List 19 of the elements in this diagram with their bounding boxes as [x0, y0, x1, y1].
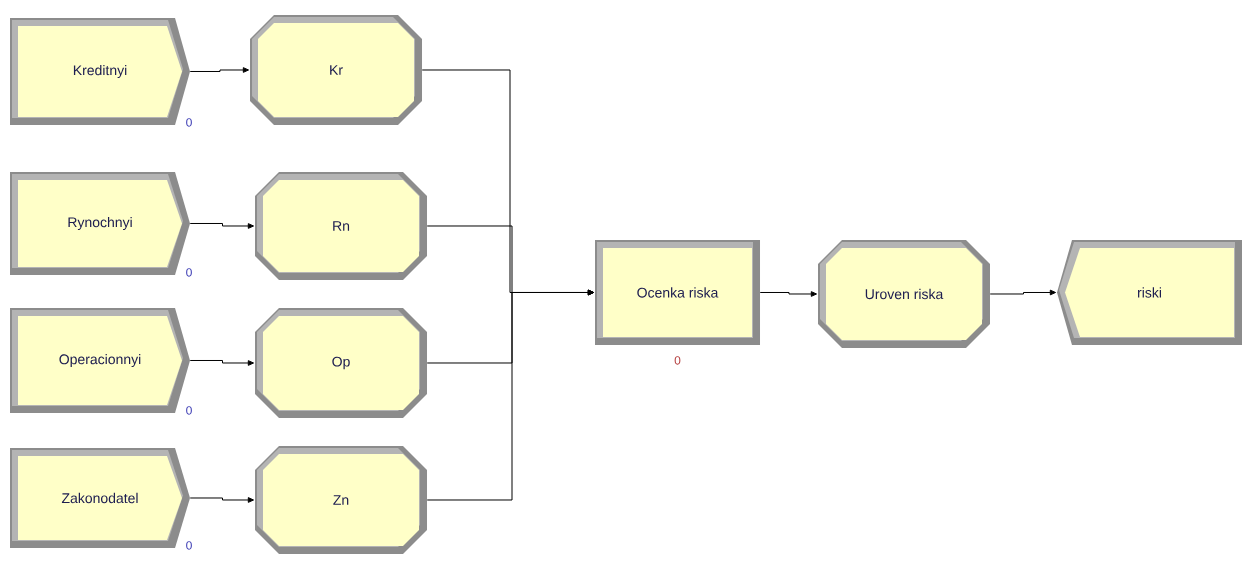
connector — [989, 289, 1057, 296]
connector — [189, 223, 255, 229]
counter-value: 0 — [186, 118, 192, 127]
connector — [759, 291, 818, 297]
connector — [189, 67, 250, 73]
dispose-module: riski — [1057, 240, 1242, 345]
counter-value: 0 — [674, 356, 681, 365]
connector — [426, 289, 595, 501]
counter-value: 0 — [186, 541, 192, 550]
connector — [189, 497, 255, 503]
process-module: Kr — [250, 15, 422, 125]
connector — [189, 360, 255, 366]
assign-module: Ocenka riska — [595, 240, 760, 345]
process-module: Zn — [255, 446, 427, 554]
counter-value: 0 — [186, 268, 192, 277]
counter-value: 0 — [186, 406, 192, 415]
process-module: Uroven riska — [818, 240, 990, 348]
process-module: Rn — [255, 172, 427, 280]
process-module: Op — [255, 308, 427, 418]
